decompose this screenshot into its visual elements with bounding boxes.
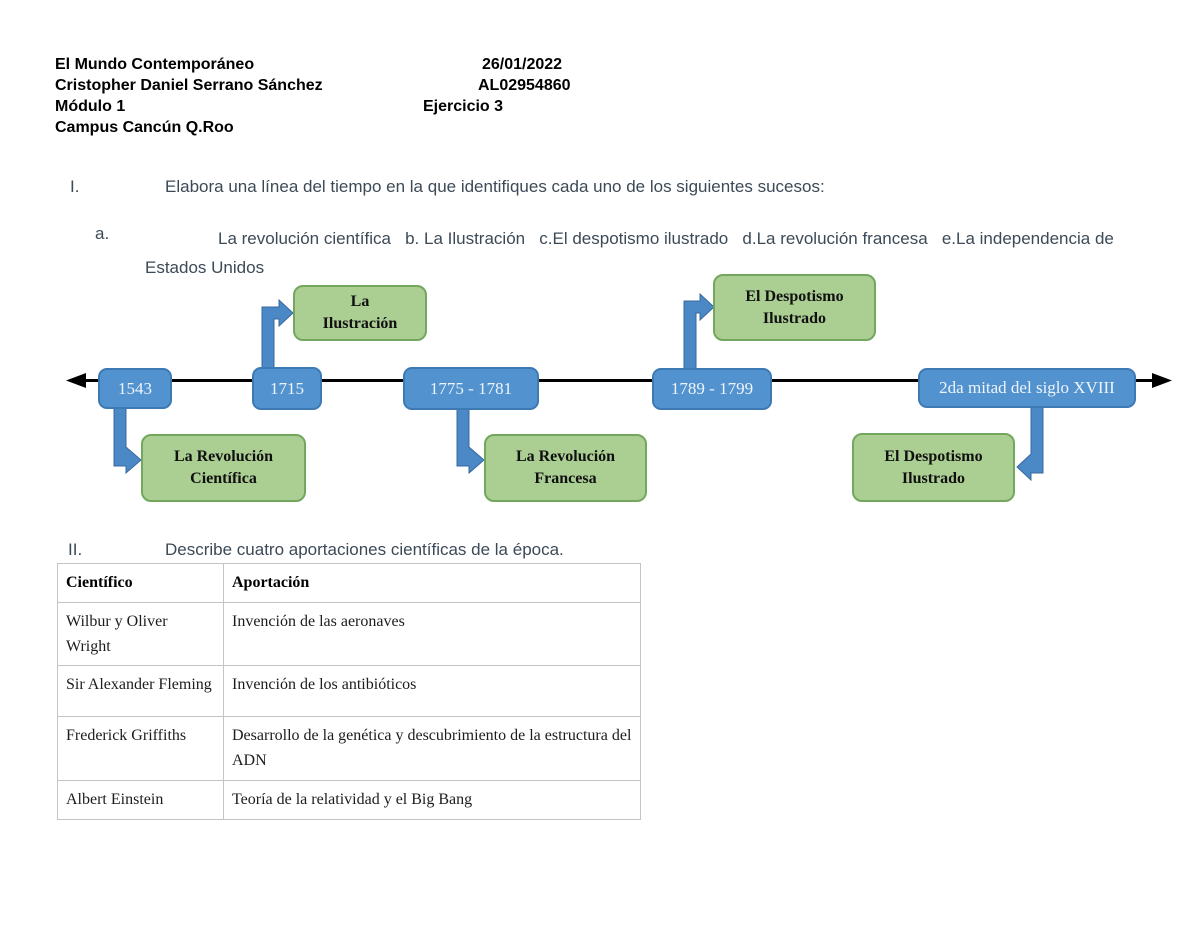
axis-right-arrowhead-icon <box>1152 373 1172 388</box>
table-row: Wilbur y Oliver Wright Invención de las … <box>57 601 641 667</box>
module-label: Módulo 1 <box>55 98 126 115</box>
campus-label: Campus Cancún Q.Roo <box>55 119 234 136</box>
student-name: Cristopher Daniel Serrano Sánchez <box>55 77 323 94</box>
date-box-1775-1781: 1775 - 1781 <box>403 367 539 410</box>
date-box-2da-mitad-siglo-xviii: 2da mitad del siglo XVIII <box>918 368 1136 408</box>
contribution-cell: Desarrollo de la genética y descubrimien… <box>223 716 641 781</box>
event-box-despotismo-ilustrado-top: El Despotismo Ilustrado <box>713 274 876 341</box>
event-box-revolucion-cientifica: La Revolución Científica <box>141 434 306 502</box>
date-box-1715: 1715 <box>252 367 322 410</box>
date-box-1543: 1543 <box>98 368 172 409</box>
student-id: AL02954860 <box>478 77 571 94</box>
event-box-revolucion-francesa: La Revolución Francesa <box>484 434 647 502</box>
date-box-1789-1799: 1789 - 1799 <box>652 368 772 410</box>
course-title: El Mundo Contemporáneo <box>55 56 255 73</box>
table-row: Sir Alexander Fleming Invención de los a… <box>57 665 641 718</box>
table-header-row: Científico Aportación <box>57 563 641 603</box>
item-a-letter: a. <box>95 224 110 243</box>
arrow-2da-mitad-to-despotismo-ilustrado-icon <box>1016 399 1044 482</box>
contribution-cell: Invención de las aeronaves <box>223 601 641 667</box>
event-box-la-ilustracion: La Ilustración <box>293 285 427 341</box>
arrow-1543-to-revolucion-cientifica-icon <box>113 399 142 475</box>
contribution-cell: Teoría de la relatividad y el Big Bang <box>223 779 641 820</box>
table-row: Frederick Griffiths Desarrollo de la gen… <box>57 716 641 781</box>
doc-date: 26/01/2022 <box>482 56 563 73</box>
section-i-numeral: I. <box>70 177 80 196</box>
contribution-cell: Invención de los antibióticos <box>223 665 641 718</box>
exercise-label: Ejercicio 3 <box>423 98 504 115</box>
axis-left-arrowhead-icon <box>66 373 86 388</box>
arrow-1715-to-ilustracion-icon <box>261 298 294 373</box>
arrow-1775-to-revolucion-francesa-icon <box>456 399 485 475</box>
contributions-table: Científico Aportación Wilbur y Oliver Wr… <box>57 563 641 820</box>
scientist-cell: Albert Einstein <box>57 779 224 820</box>
section-i-instruction: Elabora una línea del tiempo en la que i… <box>165 177 825 196</box>
arrow-1789-to-despotismo-ilustrado-icon <box>683 292 715 373</box>
item-a-text: La revolución científica b. La Ilustraci… <box>145 229 1119 277</box>
event-box-despotismo-ilustrado-bottom: El Despotismo Ilustrado <box>852 433 1015 502</box>
table-row: Albert Einstein Teoría de la relatividad… <box>57 779 641 820</box>
section-ii-numeral: II. <box>68 540 83 559</box>
section-ii-instruction: Describe cuatro aportaciones científicas… <box>165 540 564 559</box>
scientist-cell: Sir Alexander Fleming <box>57 665 224 718</box>
column-header-aportacion: Aportación <box>223 563 641 603</box>
